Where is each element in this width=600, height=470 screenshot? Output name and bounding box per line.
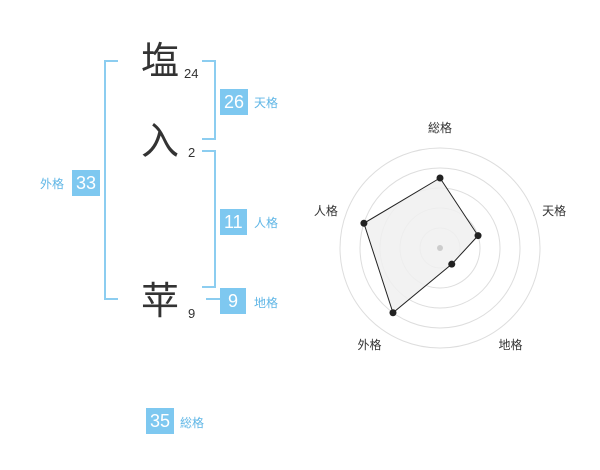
chikaku-connector <box>206 298 220 300</box>
radar-ring-4 <box>359 167 521 329</box>
radar-axis-label-1: 総格 <box>428 120 452 135</box>
tenkaku-label: 天格 <box>254 96 279 110</box>
gaikaku-bracket <box>104 60 118 300</box>
stroke-count-1: 24 <box>184 66 199 81</box>
radar-axis-label-4: 外格 <box>357 337 381 352</box>
soukaku-value: 35 <box>146 408 175 434</box>
radar-area <box>363 177 479 314</box>
stroke-count-3: 9 <box>188 306 196 321</box>
chikaku-label: 地格 <box>254 296 279 310</box>
radar-point-5 <box>360 219 368 227</box>
radar-center-dot <box>437 245 443 251</box>
radar-point-3 <box>448 260 456 268</box>
radar-point-2 <box>474 232 482 240</box>
tenkaku-value: 26 <box>220 89 249 115</box>
radar-ring-5 <box>339 147 541 349</box>
radar-axis-label-3: 地格 <box>499 337 523 352</box>
jinkaku-label: 人格 <box>254 216 279 230</box>
chikaku-value: 9 <box>220 288 246 314</box>
name-char-1: 塩 <box>141 39 180 83</box>
radar-point-4 <box>389 309 397 317</box>
stroke-count-2: 2 <box>188 145 196 160</box>
jinkaku-bracket <box>202 150 216 288</box>
soukaku-label: 総格 <box>180 416 205 430</box>
radar-axis-label-2: 天格 <box>542 203 566 218</box>
gaikaku-label: 外格 <box>40 177 65 191</box>
name-char-2: 入 <box>141 119 180 163</box>
name-char-3: 苹 <box>141 279 180 323</box>
tenkaku-bracket <box>202 60 216 140</box>
radar-point-1 <box>436 174 444 182</box>
gaikaku-value: 33 <box>72 170 101 196</box>
radar-axis-label-5: 人格 <box>314 203 338 218</box>
jinkaku-value: 11 <box>220 209 247 235</box>
